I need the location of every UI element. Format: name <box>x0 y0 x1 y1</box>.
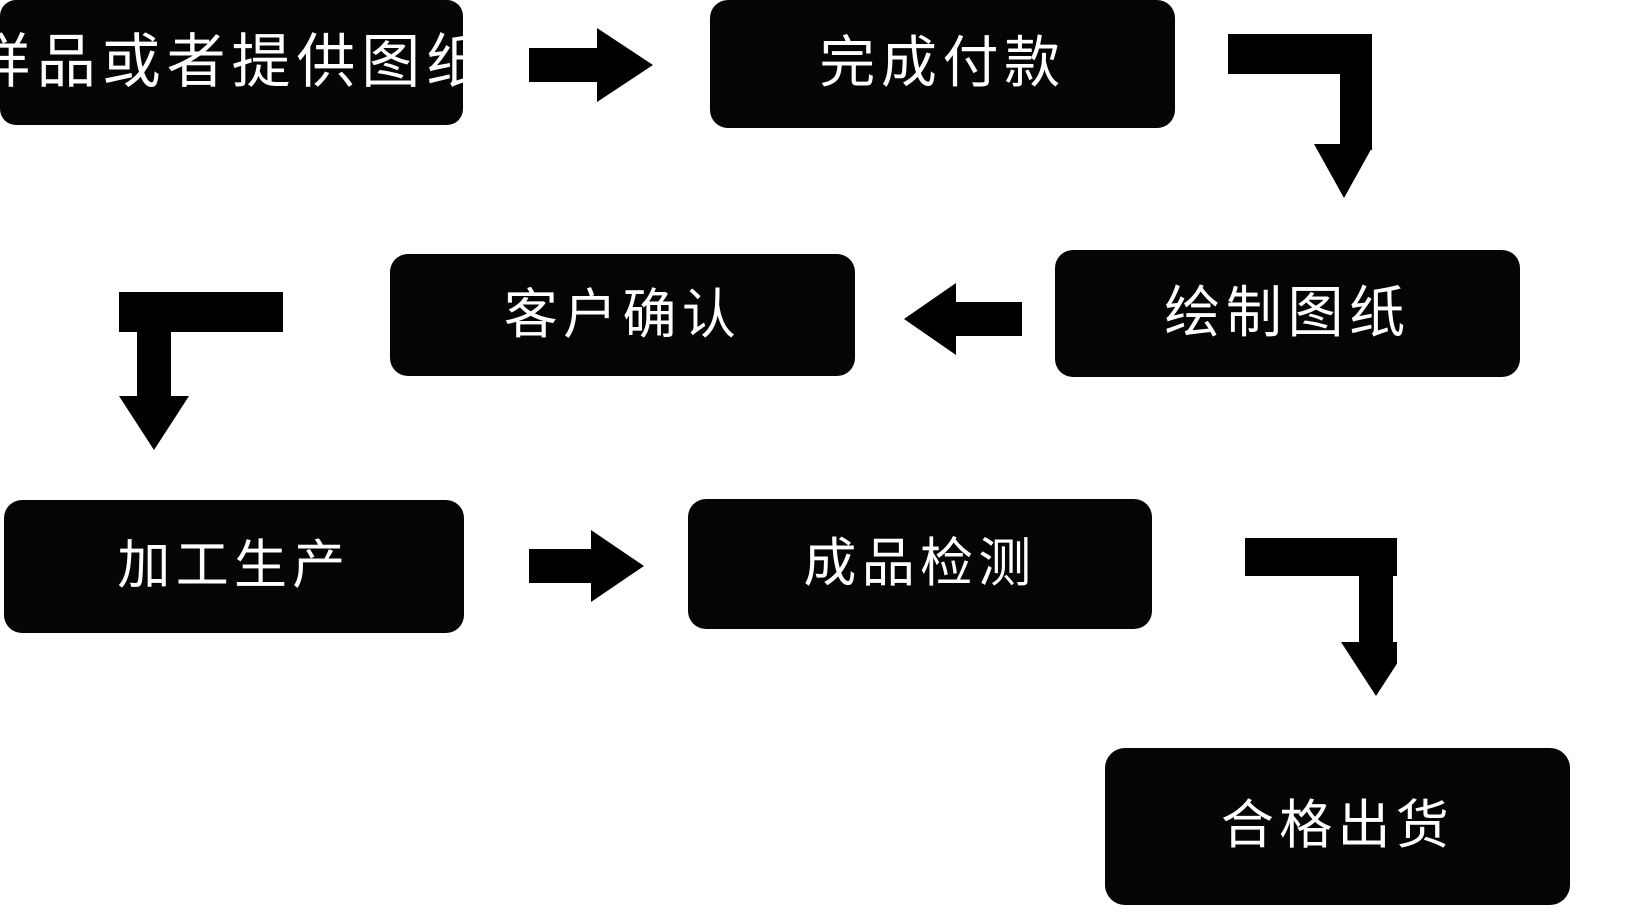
arrow-right-sample-to-payment <box>529 28 653 102</box>
flow-node-ship[interactable]: 合格出货 <box>1105 748 1570 905</box>
flow-node-payment-label: 完成付款 <box>819 31 1066 97</box>
flow-node-produce-label: 加工生产 <box>117 535 351 597</box>
flow-node-inspect-label: 成品检测 <box>803 532 1037 594</box>
arrow-elbow-confirm-to-produce <box>119 292 283 450</box>
flow-node-payment[interactable]: 完成付款 <box>710 0 1175 128</box>
flow-node-inspect[interactable]: 成品检测 <box>688 499 1152 629</box>
arrow-elbow-payment-to-drawing <box>1228 34 1372 198</box>
flow-node-confirm-label: 客户确认 <box>503 283 742 347</box>
arrow-left-drawing-to-confirm <box>904 283 1022 355</box>
flow-node-drawing-label: 绘制图纸 <box>1164 280 1411 346</box>
flow-node-produce[interactable]: 加工生产 <box>4 500 464 633</box>
flow-node-sample-label: 样品或者提供图纸 <box>0 27 492 97</box>
flow-node-sample[interactable]: 样品或者提供图纸 <box>0 0 485 125</box>
arrow-right-produce-to-inspect <box>529 530 644 602</box>
arrow-elbow-inspect-to-ship <box>1245 538 1397 696</box>
flow-node-confirm[interactable]: 客户确认 <box>390 254 855 376</box>
flow-node-drawing[interactable]: 绘制图纸 <box>1055 250 1520 377</box>
flow-node-ship-label: 合格出货 <box>1220 795 1455 857</box>
